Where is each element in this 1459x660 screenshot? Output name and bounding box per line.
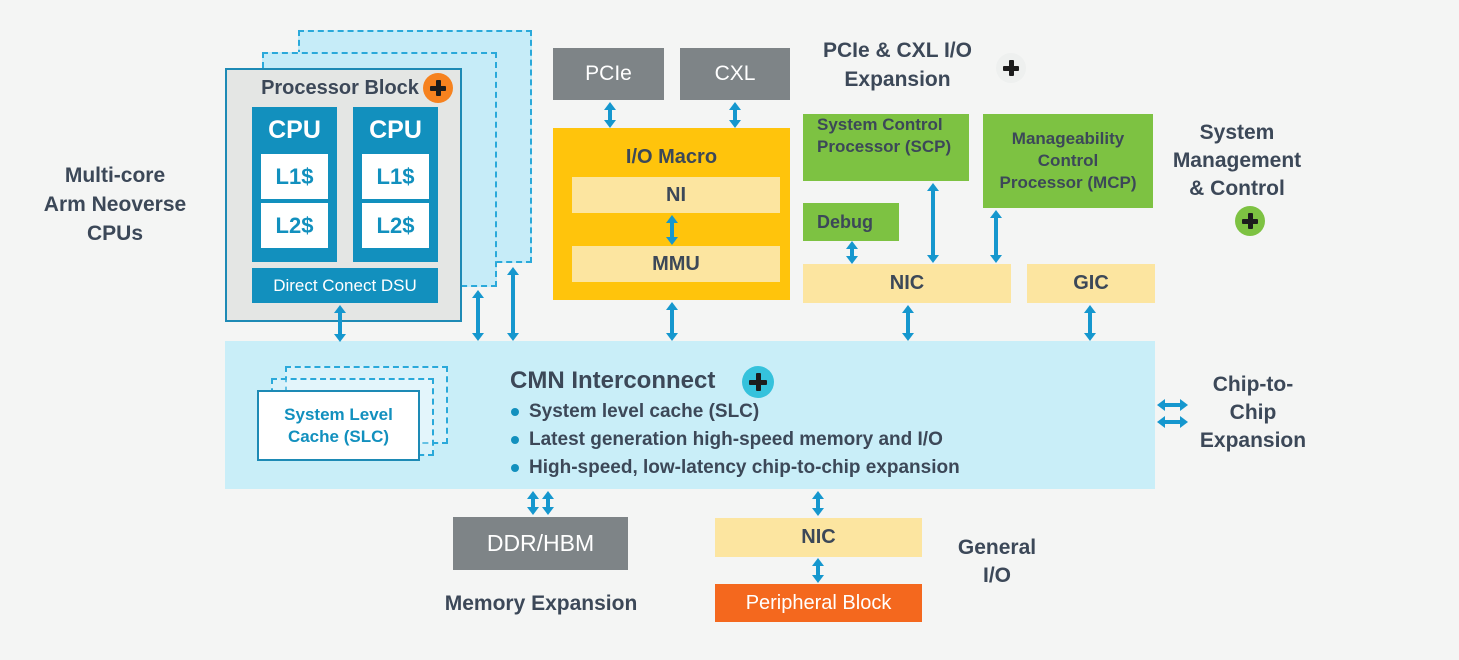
io-macro-title: I/O Macro <box>625 146 718 168</box>
cmn-bullet-list: System level cache (SLC) Latest generati… <box>511 401 960 478</box>
cpu-label: CPU <box>268 116 321 144</box>
mcp-block: Manageability Control Processor (MCP) <box>983 114 1153 208</box>
cpu-block-2: CPU L1$ L2$ <box>353 107 438 262</box>
arrow-nic-to-cmn <box>901 305 915 341</box>
processor-block-title: Processor Block <box>261 77 419 99</box>
bullet-dot <box>511 464 519 472</box>
nic-block-bottom: NIC <box>715 518 922 557</box>
caption-pcie-cxl-expansion: PCIe & CXL I/O Expansion <box>823 39 972 91</box>
arrow-cmn-to-nic-bottom <box>811 491 825 516</box>
arrow-debug-to-nic <box>845 241 859 264</box>
slc-block: System Level Cache (SLC) <box>257 390 420 461</box>
ni-block: NI <box>572 177 780 213</box>
pcie-block: PCIe <box>553 48 664 100</box>
caption-multicore-cpus: Multi-core Arm Neoverse CPUs <box>43 164 187 245</box>
caption-system-management: System Management & Control <box>1172 121 1302 200</box>
cmn-bullet: Latest generation high-speed memory and … <box>511 429 960 450</box>
arrow-cmn-to-ddr-1 <box>526 491 540 515</box>
arrow-chip-to-chip-2 <box>1157 415 1188 429</box>
l2-cache: L2$ <box>261 203 328 248</box>
dsu-bar: Direct Conect DSU <box>252 268 438 303</box>
arrow-scp-to-nic <box>926 183 940 263</box>
arrow-ni-to-mmu <box>665 215 679 245</box>
l1-cache: L1$ <box>261 154 328 199</box>
system-mgmt-expand-plus-icon[interactable] <box>1235 206 1265 236</box>
peripheral-block: Peripheral Block <box>715 584 922 622</box>
bullet-dot <box>511 408 519 416</box>
cpu-block-1: CPU L1$ L2$ <box>252 107 337 262</box>
cmn-title: CMN Interconnect <box>510 367 716 394</box>
cxl-block: CXL <box>680 48 790 100</box>
arrow-stack-outer-to-cmn <box>506 267 520 341</box>
caption-general-io: General I/O <box>957 536 1037 587</box>
nic-block-top: NIC <box>803 264 1011 303</box>
debug-block: Debug <box>803 203 899 241</box>
l1-cache: L1$ <box>362 154 429 199</box>
arrow-mcp-to-nic <box>989 210 1003 263</box>
processor-expand-plus-icon[interactable] <box>423 73 453 103</box>
arrow-cmn-to-ddr-2 <box>541 491 555 515</box>
arrow-processor-to-cmn <box>333 305 347 342</box>
arrow-stack-inner-to-cmn <box>471 290 485 341</box>
mmu-block: MMU <box>572 246 780 282</box>
cmn-bullet: High-speed, low-latency chip-to-chip exp… <box>511 457 960 478</box>
arrow-gic-to-cmn <box>1083 305 1097 341</box>
l2-cache: L2$ <box>362 203 429 248</box>
bullet-dot <box>511 436 519 444</box>
cmn-expand-plus-icon[interactable] <box>742 366 774 398</box>
gic-block: GIC <box>1027 264 1155 303</box>
pcie-cxl-expand-plus-icon[interactable] <box>996 53 1026 83</box>
cmn-bullet: System level cache (SLC) <box>511 401 960 422</box>
arrow-io-macro-to-cmn <box>665 302 679 341</box>
cpu-label: CPU <box>369 116 422 144</box>
ddr-hbm-block: DDR/HBM <box>453 517 628 570</box>
caption-memory-expansion: Memory Expansion <box>444 592 638 615</box>
scp-block: System Control Processor (SCP) <box>803 114 969 181</box>
arrow-cxl-to-io-macro <box>728 102 742 128</box>
caption-chip-to-chip: Chip-to- Chip Expansion <box>1199 373 1307 452</box>
arrow-pcie-to-io-macro <box>603 102 617 128</box>
arrow-nic-to-peripheral <box>811 558 825 583</box>
arrow-chip-to-chip-1 <box>1157 398 1188 412</box>
